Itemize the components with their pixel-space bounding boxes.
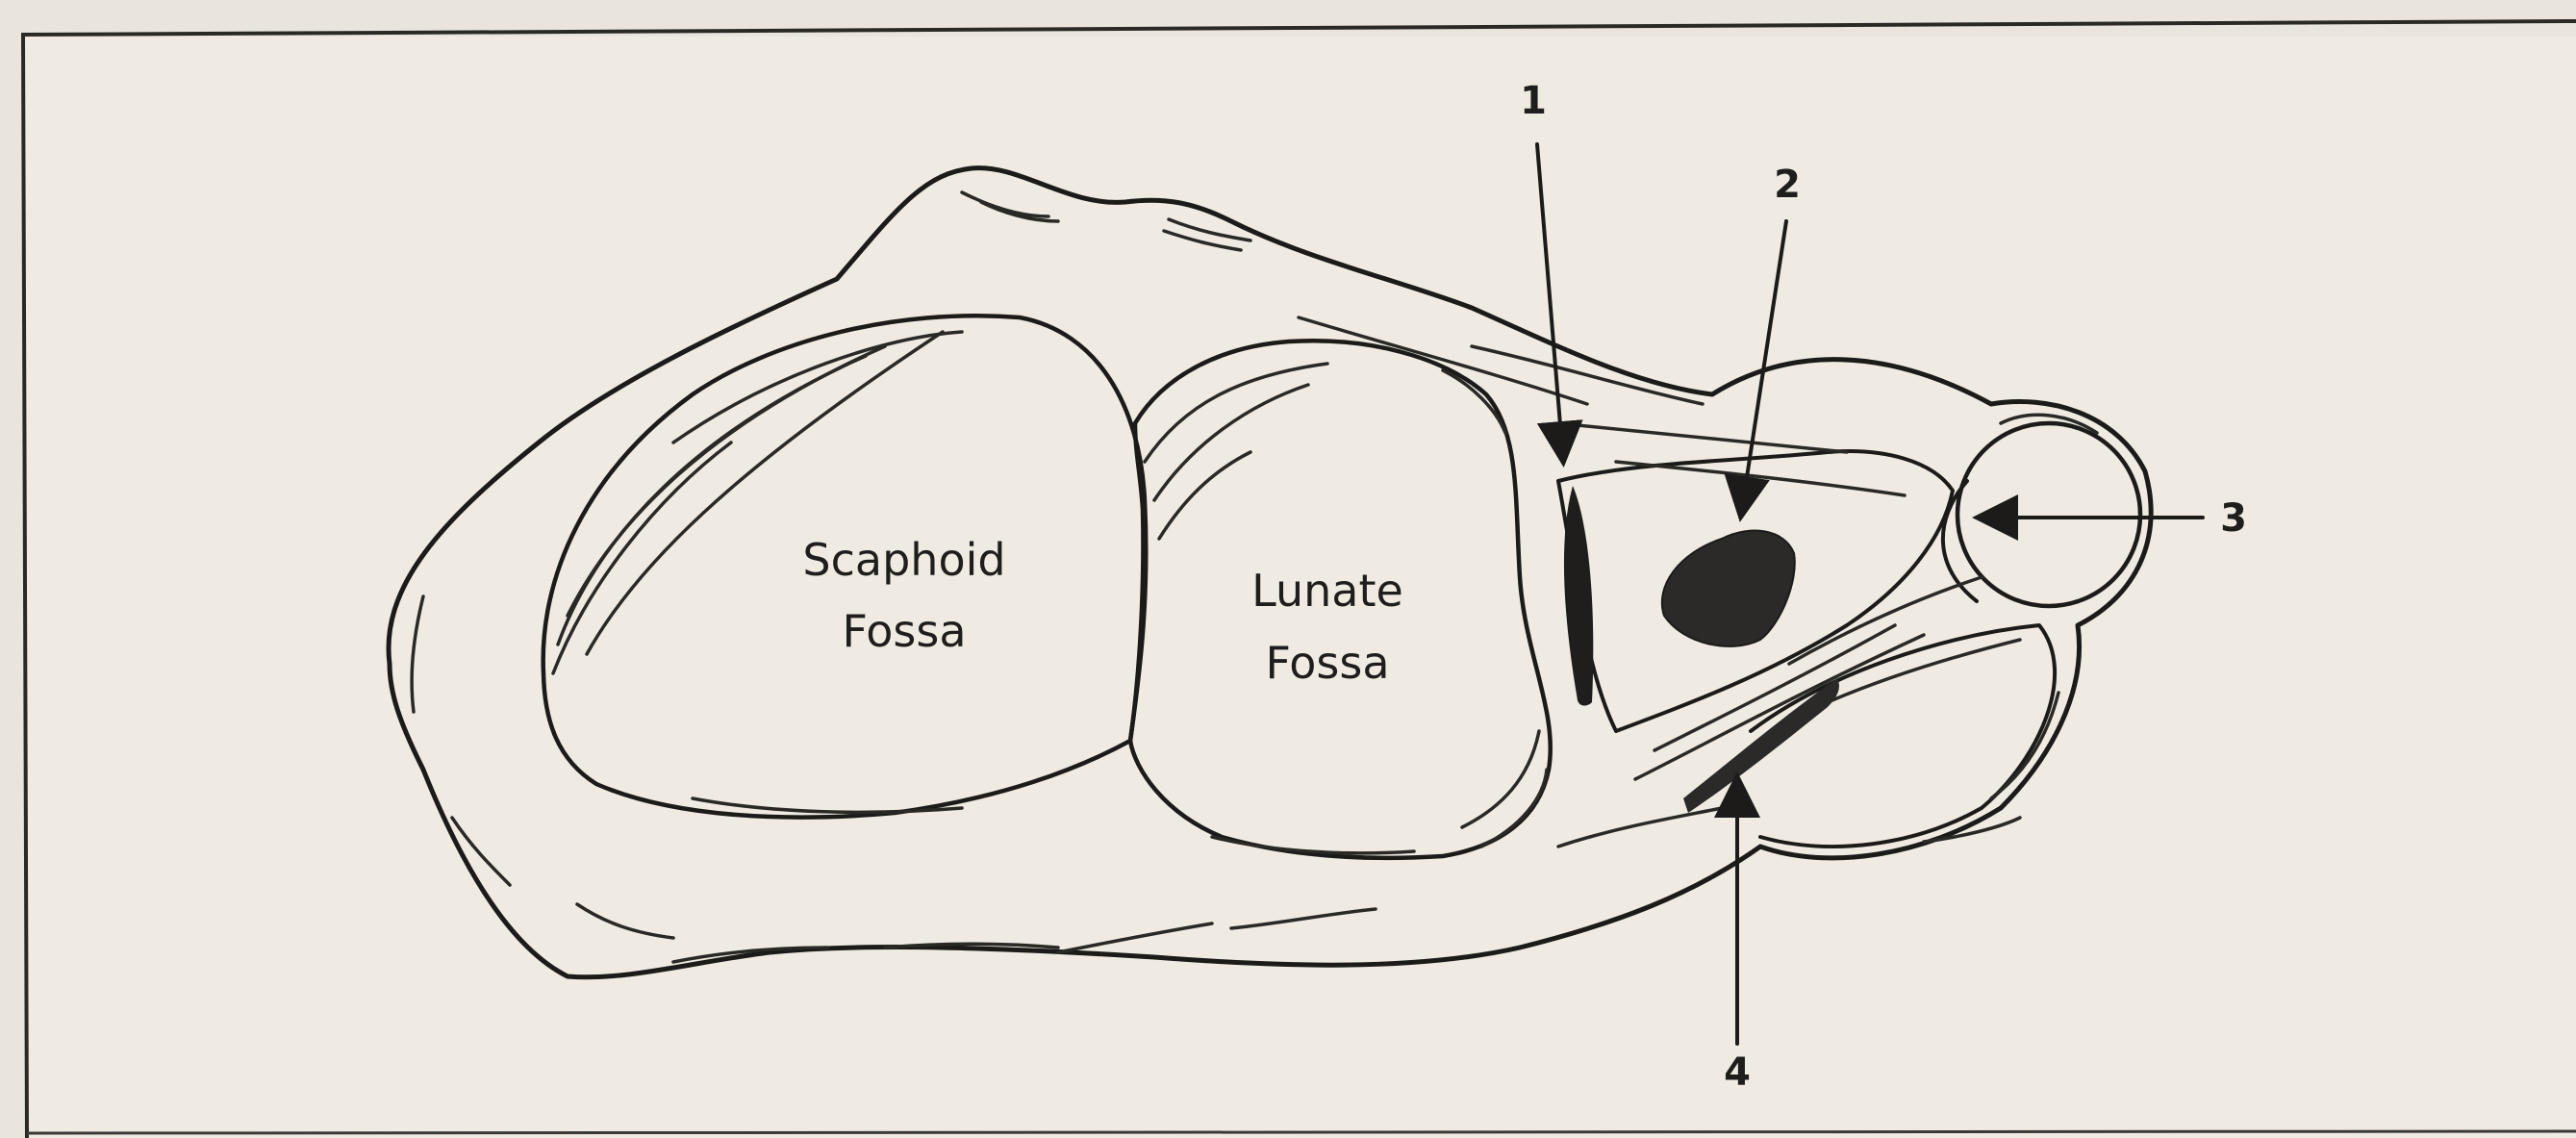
scaphoid-fossa-label-line2: Fossa [842,605,966,657]
lunate-fossa-label-line1: Lunate [1251,565,1403,617]
scaphoid-fossa-label-line1: Scaphoid [802,534,1005,586]
marker-number-3: 3 [2220,496,2247,541]
marker-number-4: 4 [1724,1050,1751,1095]
marker-number-1: 1 [1520,79,1547,123]
lunate-fossa-label-line2: Fossa [1265,637,1389,689]
marker-number-2: 2 [1774,163,1801,207]
frame-bottom-border [27,1131,2576,1133]
